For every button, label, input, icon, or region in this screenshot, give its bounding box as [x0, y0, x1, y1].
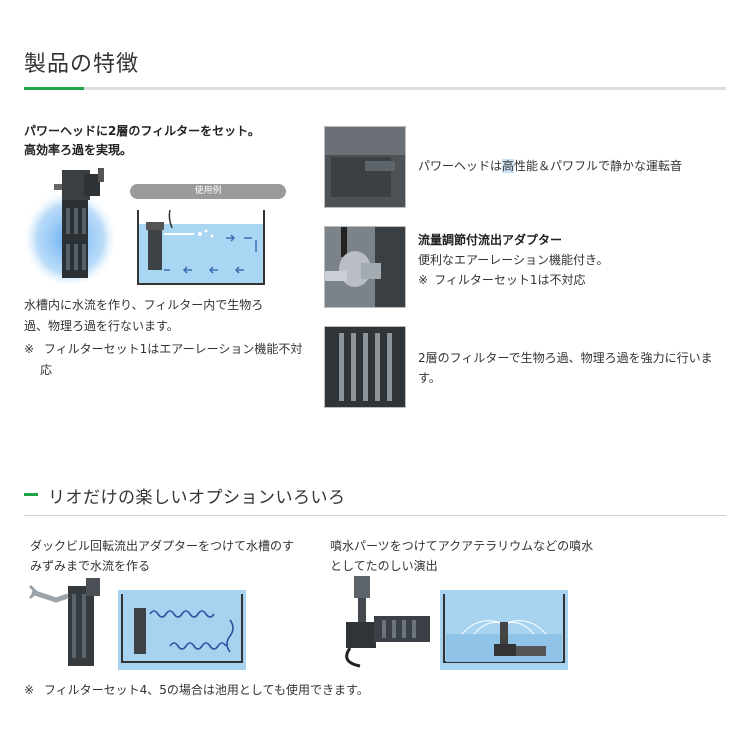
feature-adapter-line: 便利なエアーレーション機能付き。	[418, 253, 609, 267]
powerhead-photo	[324, 126, 406, 208]
feature-filter-line-2: す。	[418, 371, 441, 385]
option-fountain-line-2: としてたのしい演出	[330, 559, 438, 573]
feature-text-pre: パワーヘッドは	[418, 159, 503, 173]
option-duckbill-line-2: みずみまで水流を作る	[30, 559, 151, 573]
lead-line-1: パワーヘッドに2層のフィルターをセット。	[24, 124, 260, 138]
lead-line-2: 高効率ろ過を実現。	[24, 143, 133, 157]
option-fountain-line-1: 噴水パーツをつけてアクアテラリウムなどの噴水	[330, 539, 594, 553]
lead-text: パワーヘッドに2層のフィルターをセット。 高効率ろ過を実現。	[24, 122, 314, 160]
note-mark: ※	[418, 273, 429, 287]
page-title: 製品の特徴	[24, 52, 140, 77]
options-section-rule	[24, 515, 726, 516]
feature-adapter-title: 流量調節付流出アダプター	[418, 233, 563, 247]
filter-layers-photo	[324, 326, 406, 408]
options-section-title: リオだけの楽しいオプションいろいろ	[48, 488, 346, 508]
feature-adapter-text: 流量調節付流出アダプター 便利なエアーレーション機能付き。 ※ フィルターセット1…	[418, 230, 738, 290]
title-underline	[24, 87, 726, 90]
note-line-1: フィルターセット1はエアーレーション機能不対	[43, 342, 303, 356]
fountain-filter-image	[345, 576, 430, 668]
duckbill-flow-diagram	[118, 590, 246, 670]
aeration-note: ※ フィルターセット1はエアーレーション機能不対 応	[24, 339, 314, 381]
description-line-1: 水槽内に水流を作り、フィルター内で生物ろ	[24, 298, 264, 312]
feature-text-post: 性能＆パワフルで静かな運転音	[514, 159, 683, 173]
option-duckbill-text: ダックビル回転流出アダプターをつけて水槽のす みずみまで水流を作る	[30, 536, 330, 576]
description-line-2: 過、物理ろ過を行ないます。	[24, 319, 179, 333]
product-filter-image	[24, 168, 118, 284]
usage-example-badge: 使用例	[130, 184, 286, 199]
option-duckbill-line-1: ダックビル回転流出アダプターをつけて水槽のす	[30, 539, 295, 553]
title-underline-accent	[24, 87, 84, 90]
note-mark: ※	[24, 342, 35, 356]
feature-text-highlight: 高	[502, 159, 515, 173]
note-mark: ※	[24, 683, 35, 697]
adapter-photo	[324, 226, 406, 308]
feature-filter-line-1: 2層のフィルターで生物ろ過、物理ろ過を強力に行いま	[418, 351, 713, 365]
pond-usage-note: ※ フィルターセット4、5の場合は池用としても使用できます。	[24, 680, 724, 701]
duckbill-filter-image	[28, 578, 100, 666]
option-fountain-text: 噴水パーツをつけてアクアテラリウムなどの噴水 としてたのしい演出	[330, 536, 630, 576]
section-marker	[24, 493, 38, 496]
feature-filter-text: 2層のフィルターで生物ろ過、物理ろ過を強力に行いま す。	[418, 348, 738, 388]
feature-powerhead-text: パワーヘッドは高性能＆パワフルで静かな運転音	[418, 156, 738, 176]
fountain-diagram	[440, 590, 568, 670]
note-line-2: 応	[40, 363, 53, 377]
feature-adapter-note: フィルターセット1は不対応	[434, 273, 586, 287]
filter-description: 水槽内に水流を作り、フィルター内で生物ろ 過、物理ろ過を行ないます。	[24, 295, 314, 337]
pond-usage-note-text: フィルターセット4、5の場合は池用としても使用できます。	[43, 683, 369, 697]
usage-diagram	[137, 209, 265, 285]
